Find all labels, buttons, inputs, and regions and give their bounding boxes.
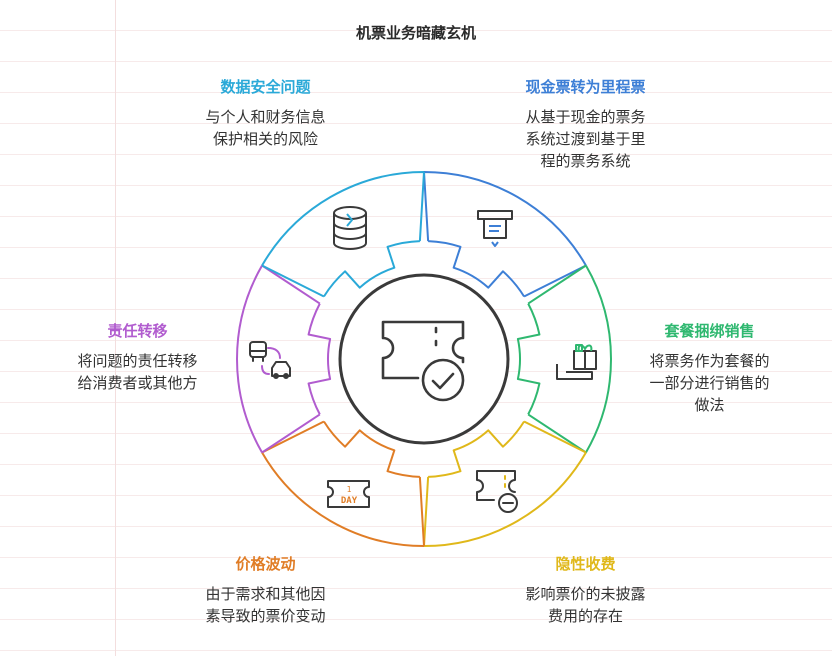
margin-line — [115, 0, 116, 656]
label-liability-shift-title: 责任转移 — [107, 322, 168, 340]
day-ticket-number: 1 — [347, 485, 352, 494]
ring-segment-data-security — [261, 171, 425, 298]
label-liability-shift-desc: 将问题的责任转移 给消费者或其他方 — [77, 352, 198, 392]
label-data-security-title: 数据安全问题 — [220, 78, 311, 96]
label-price-volatility-title: 价格波动 — [235, 555, 296, 573]
ring-segment-cash-to-miles — [423, 171, 587, 298]
ring-segment-price-volatility — [261, 420, 425, 547]
diagram-title: 机票业务暗藏玄机 — [355, 24, 476, 42]
label-bundling-title: 套餐捆绑销售 — [664, 322, 755, 340]
label-hidden-fees-desc: 影响票价的未披露 费用的存在 — [525, 585, 646, 625]
ticket-minus-icon — [476, 470, 518, 513]
day-ticket-icon: 1 DAY — [327, 480, 370, 508]
day-ticket-day: DAY — [341, 496, 358, 506]
bundle-package-icon — [556, 344, 597, 380]
center-hub — [338, 273, 510, 445]
label-hidden-fees-title: 隐性收费 — [555, 555, 616, 573]
database-icon — [333, 206, 367, 250]
label-cash-to-miles-title: 现金票转为里程票 — [525, 78, 646, 96]
label-data-security-desc: 与个人和财务信息 保护相关的风险 — [205, 108, 326, 148]
label-cash-to-miles-desc: 从基于现金的票务 系统过渡到基于里 程的票务系统 — [525, 108, 646, 170]
transfer-vehicles-icon — [249, 341, 291, 379]
ring-segment-bundling — [516, 264, 612, 454]
label-price-volatility-desc: 由于需求和其他因 素导致的票价变动 — [205, 585, 326, 625]
ticket-check-icon — [381, 320, 465, 402]
ticket-machine-icon — [477, 210, 513, 247]
label-bundling-desc: 将票务作为套餐的 一部分进行销售的 做法 — [649, 352, 770, 414]
ring-segment-hidden-fees — [423, 420, 587, 547]
ring-segment-liability-shift — [236, 264, 332, 454]
